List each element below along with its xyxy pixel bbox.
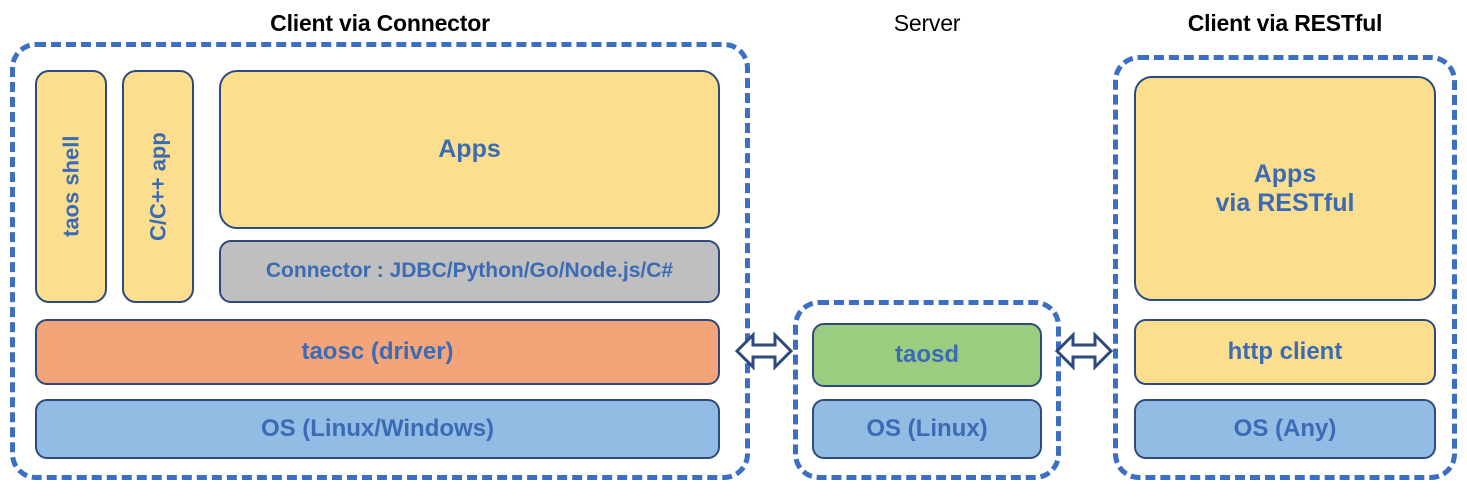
group-client-via-restful [1113, 55, 1457, 480]
caption-client-via-connector: Client via Connector [270, 10, 490, 36]
group-client-via-connector [10, 42, 750, 480]
bidirectional-arrow-right [1054, 325, 1114, 377]
block-connector-list[interactable]: Connector : JDBC/Python/Go/Node.js/C# [219, 240, 720, 303]
caption-server: Server [893, 10, 961, 36]
block-apps-connector[interactable]: Apps [219, 70, 720, 229]
block-os-any[interactable]: OS (Any) [1134, 399, 1436, 459]
block-os-linux[interactable]: OS (Linux) [812, 399, 1042, 459]
block-http-client[interactable]: http client [1134, 319, 1436, 385]
block-os-linux-windows[interactable]: OS (Linux/Windows) [35, 399, 720, 459]
group-server [793, 300, 1061, 480]
caption-client-via-restful: Client via RESTful [1187, 10, 1383, 36]
block-c-cpp-app[interactable]: C/C++ app [122, 70, 194, 303]
block-apps-via-restful[interactable]: Apps via RESTful [1134, 76, 1436, 301]
block-taosc-driver[interactable]: taosc (driver) [35, 319, 720, 385]
block-taos-shell[interactable]: taos shell [35, 70, 107, 303]
block-taosd[interactable]: taosd [812, 323, 1042, 387]
bidirectional-arrow-left [734, 325, 794, 377]
